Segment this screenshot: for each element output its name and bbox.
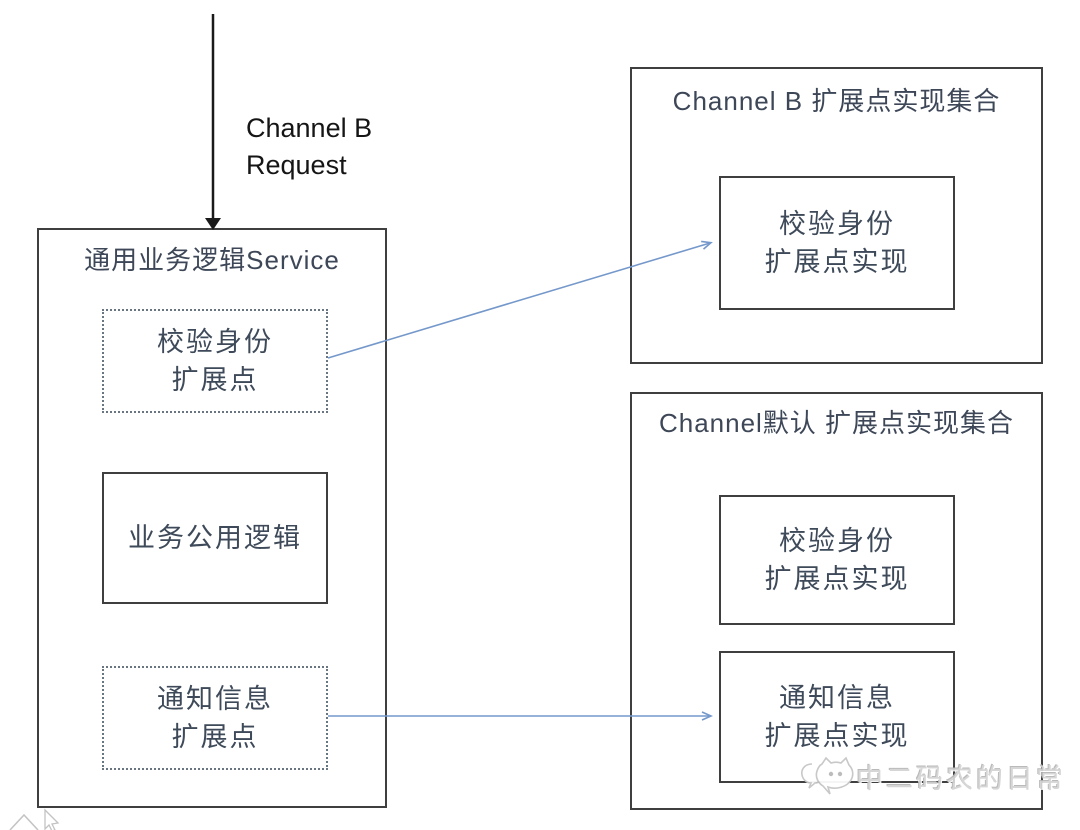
channel-b-verify-impl-line1: 校验身份 bbox=[779, 209, 895, 239]
channel-b-verify-impl-box: 校验身份 扩展点实现 bbox=[719, 176, 955, 310]
request-label: Channel B Request bbox=[246, 110, 372, 184]
watermark-text: 中二码农的日常 bbox=[856, 763, 1066, 794]
verify-extension-point-box: 校验身份 扩展点 bbox=[102, 309, 328, 413]
notify-extension-point-line1: 通知信息 bbox=[157, 684, 273, 714]
notify-extension-point-line2: 扩展点 bbox=[171, 722, 259, 752]
channel-default-verify-impl-box: 校验身份 扩展点实现 bbox=[719, 495, 955, 625]
cat-face-icon bbox=[801, 756, 854, 795]
channel-default-impl-set-title: Channel默认 扩展点实现集合 bbox=[658, 408, 1015, 438]
chevron-artifact-icon bbox=[9, 813, 39, 830]
channel-default-verify-impl-line1: 校验身份 bbox=[779, 526, 895, 556]
channel-default-notify-impl-box: 通知信息 扩展点实现 bbox=[719, 651, 955, 783]
cat-eye-right bbox=[837, 771, 843, 777]
common-business-logic-label: 业务公用逻辑 bbox=[128, 523, 302, 553]
request-label-line2: Request bbox=[246, 150, 347, 180]
channel-default-verify-impl-line2: 扩展点实现 bbox=[764, 564, 910, 594]
channel-b-verify-impl-line2: 扩展点实现 bbox=[764, 247, 910, 277]
channel-default-impl-set-box: Channel默认 扩展点实现集合 校验身份 扩展点实现 通知信息 扩展点实现 bbox=[630, 392, 1043, 810]
request-label-line1: Channel B bbox=[246, 113, 373, 143]
verify-extension-point-line2: 扩展点 bbox=[171, 365, 259, 395]
service-box-title: 通用业务逻辑Service bbox=[84, 245, 340, 275]
watermark: 中二码农的日常 bbox=[798, 750, 1066, 802]
channel-default-notify-impl-line1: 通知信息 bbox=[779, 683, 895, 713]
cat-head-shape bbox=[815, 756, 854, 795]
channel-b-impl-set-box: Channel B 扩展点实现集合 校验身份 扩展点实现 bbox=[630, 67, 1043, 364]
channel-b-impl-set-title: Channel B 扩展点实现集合 bbox=[672, 86, 1001, 116]
verify-extension-point-line1: 校验身份 bbox=[157, 327, 273, 357]
small-bubble-shape bbox=[801, 763, 821, 789]
service-box: 通用业务逻辑Service 校验身份 扩展点 业务公用逻辑 通知信息 扩展点 bbox=[37, 228, 387, 808]
common-business-logic-box: 业务公用逻辑 bbox=[102, 472, 328, 604]
notify-extension-point-box: 通知信息 扩展点 bbox=[102, 666, 328, 770]
channel-default-notify-impl-line2: 扩展点实现 bbox=[764, 721, 910, 751]
cursor-pointer-icon bbox=[44, 808, 60, 830]
cat-eye-left bbox=[828, 771, 834, 777]
